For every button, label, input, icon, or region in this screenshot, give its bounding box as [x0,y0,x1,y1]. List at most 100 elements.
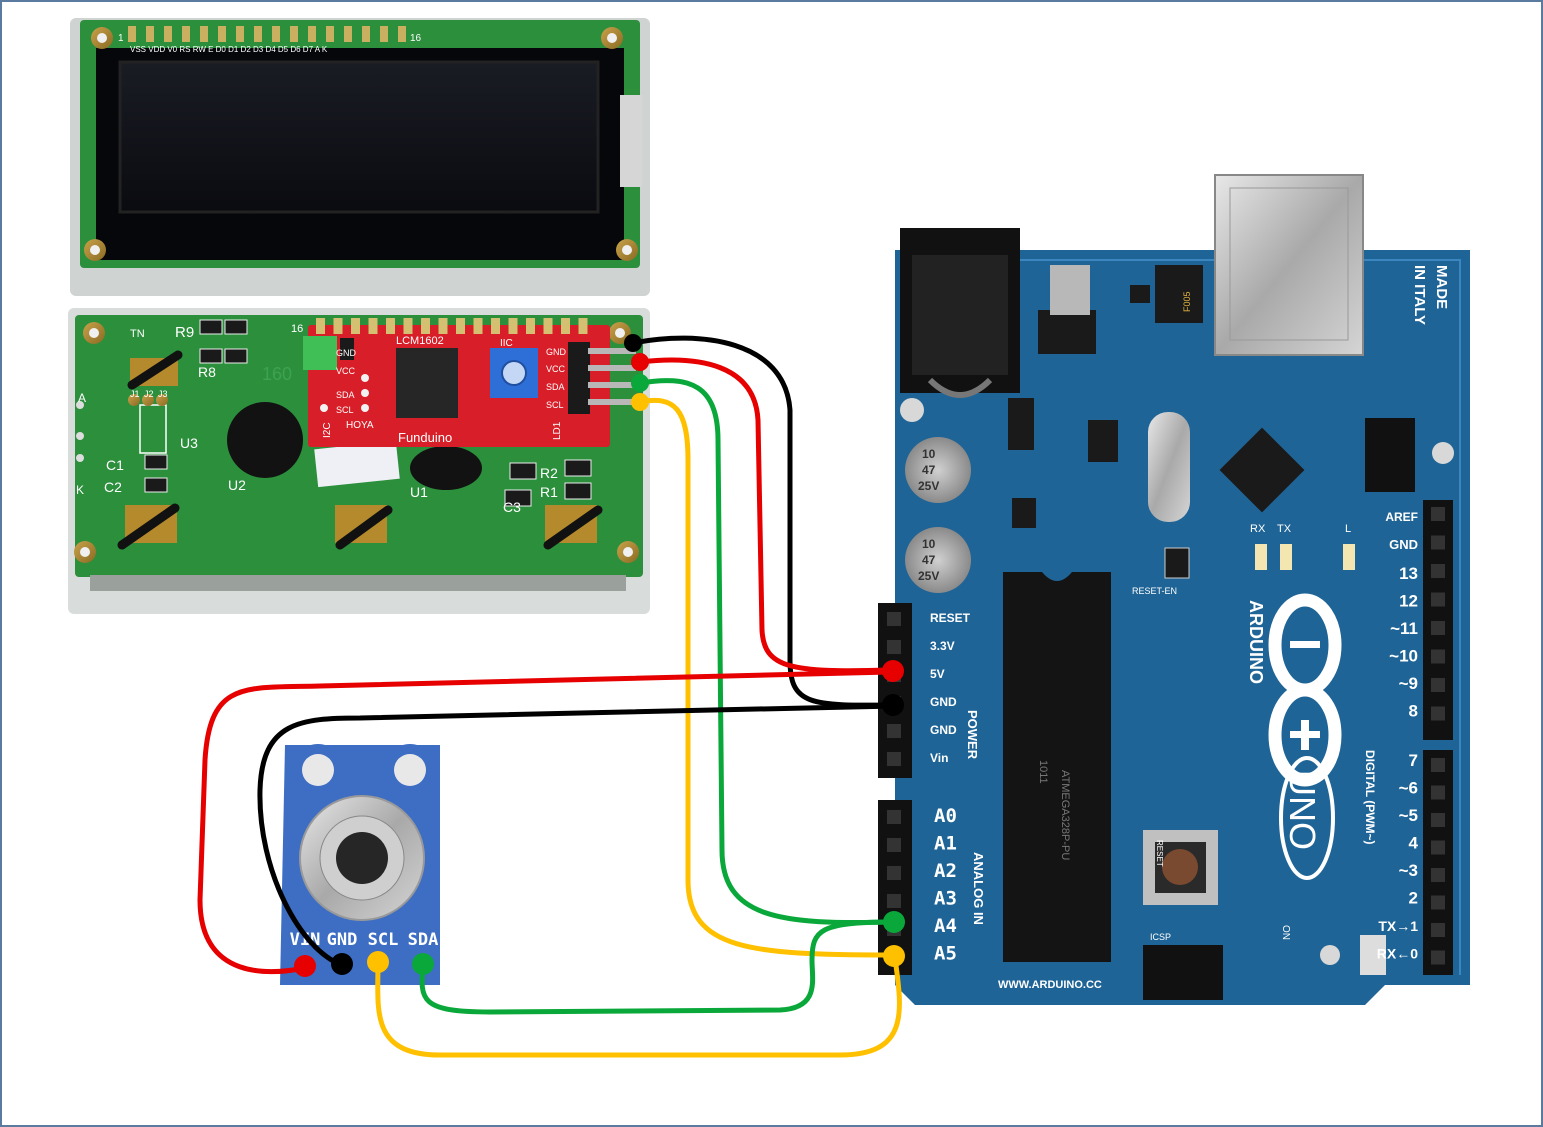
terminal-arduino-a4 [883,911,905,933]
power-pin-label: 5V [930,667,945,681]
icsp-label: ICSP [1150,932,1171,942]
header-hole [887,838,901,852]
silk-c1: C1 [106,457,124,473]
header-hole [887,866,901,880]
digital-pin-label: ~11 [1390,619,1418,638]
digital-pin-label: ~6 [1399,779,1418,798]
silk-j3: J3 [158,389,168,399]
header-hole [887,810,901,824]
lcd-pin-header [128,26,406,42]
backpack-hoya: HOYA [346,420,374,431]
lcd-pin [380,26,388,42]
fuse-label: F005 [1182,291,1192,312]
i2c-header-pins [588,348,636,405]
cap-bottom-25v: 25V [918,569,939,583]
icsp-header [1143,945,1223,1000]
lcd-pin [272,26,280,42]
digital-section-label: DIGITAL (PWM~) [1363,750,1377,845]
header-hole [887,752,901,766]
i2c-header-pin [588,365,636,371]
power-pin-label: RESET [930,611,971,625]
header-hole [1431,678,1445,692]
sensor-pin-label: GND [327,930,358,950]
tx-led-label: TX [1277,523,1292,535]
digital-pin-label: 12 [1399,592,1418,611]
digital-pin-label: ~9 [1399,674,1418,693]
backpack-pin [543,318,553,334]
backpack-pin [351,318,360,334]
arduino-uno: F005 10 47 25V 10 47 25V 1011 ATMEGA328P… [878,174,1470,1005]
digital-header-lower [1423,750,1453,975]
header-hole [887,724,901,738]
backpack-pin [316,318,325,334]
lcd-pin [362,26,370,42]
wire-lcd-sda [637,378,895,926]
power-pin-label: GND [930,695,957,709]
header-hole [1431,895,1445,910]
made-in-italy-1: MADE [1433,265,1450,309]
lcd-pin [236,26,244,42]
wire-sensor-gnd [257,703,896,968]
l-led-label: L [1345,523,1351,535]
backpack-pin [526,318,535,334]
silk-onesixty: 160 [262,364,292,384]
cob-chip-u1 [410,446,482,490]
backpack-pin [386,318,395,334]
lcd-pin [128,26,136,42]
lcd-pin [290,26,298,42]
terminal-sensor-vin [294,955,316,977]
backpack-vcc: VCC [546,364,566,374]
wire-sensor-sda [419,919,896,1015]
analog-pin-label: A1 [934,833,957,855]
backpack-brand: Funduino [398,430,452,445]
digital-pin-label: RX←0 [1377,946,1418,962]
header-hole [1431,649,1445,664]
digital-pin-label: 4 [1409,834,1419,853]
uno-oval [1279,756,1335,880]
backpack-pin [473,318,483,334]
backpack-pin [578,318,588,334]
backpack-vcc-small: VCC [336,366,356,376]
header-hole [887,894,901,908]
sensor-window [336,832,388,884]
lcd-pin [344,26,352,42]
lcd-pin [218,26,226,42]
header-hole [1431,785,1445,800]
power-pin-label: GND [930,723,957,737]
backlight-jumper [303,336,337,370]
terminal-lcd-sda [631,374,649,392]
icsp-header-top [1365,418,1415,492]
wire-lcd-vcc [637,357,893,674]
digital-pin-label: ~10 [1389,647,1418,666]
header-hole [1431,923,1445,937]
backpack-pin [438,318,448,334]
made-in-italy-2: IN ITALY [1411,265,1428,325]
backpack-gnd: GND [546,347,567,357]
digital-pin-label: ~5 [1399,806,1418,825]
website: WWW.ARDUINO.CC [998,979,1102,991]
reset-en-label: RESET-EN [1132,586,1177,596]
terminal-arduino-5v [882,660,904,682]
backpack-pin [333,318,343,334]
electrolytic-capacitor [905,527,971,593]
header-hole [887,612,901,626]
power-pin-label: Vin [930,751,948,765]
cap-bottom-47: 47 [922,553,936,567]
voltage-regulator [1038,310,1096,354]
header-hole [887,640,901,654]
silk-u1: U1 [410,484,428,500]
digital-pin-label: 7 [1409,751,1418,770]
backpack-sda-small: SDA [336,390,355,400]
electrolytic-capacitor [905,437,971,503]
digital-pin-label: 2 [1409,889,1418,908]
terminal-sensor-sda [412,953,434,975]
lcd-silk-pin-names: VSS VDD V0 RS RW E D0 D1 D2 D3 D4 D5 D6 … [130,45,328,54]
header-hole [1431,868,1445,882]
chip-text: ATMEGA328P-PU [1059,770,1071,860]
analog-pin-label: A5 [934,943,957,965]
uno-model: UNO [1282,770,1323,850]
